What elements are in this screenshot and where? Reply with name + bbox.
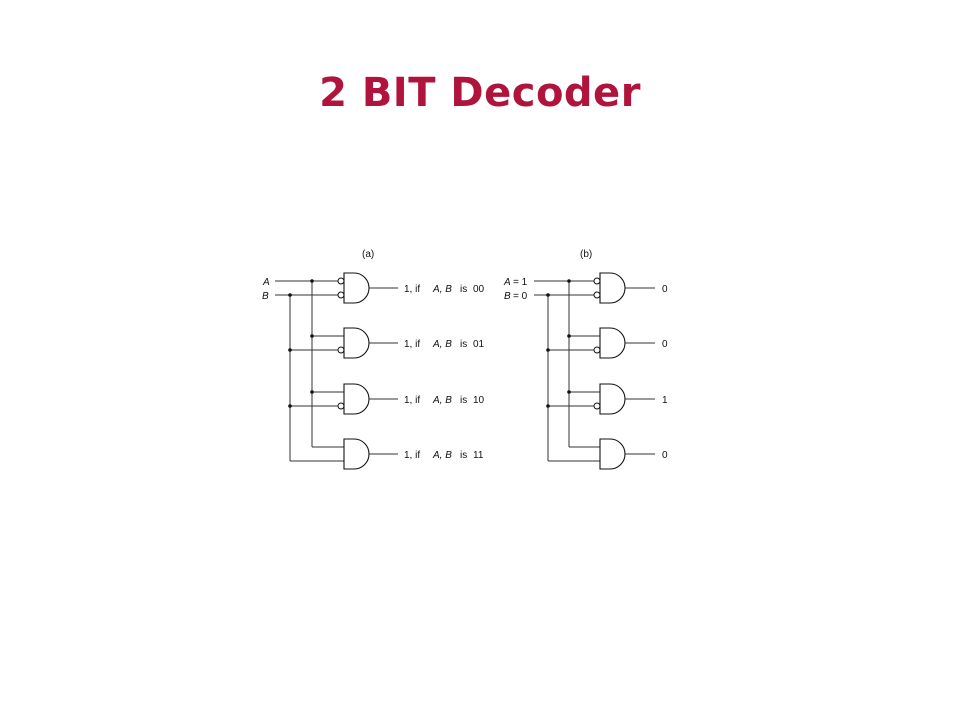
svg-text:01: 01 <box>473 339 485 350</box>
panel-b-input-a-label: A = 1 <box>503 277 528 288</box>
junction-dot <box>310 390 314 394</box>
panel-a-caption: (a) <box>362 249 374 260</box>
svg-text:is: is <box>460 339 467 350</box>
and-gate <box>599 383 626 415</box>
junction-dot <box>288 404 292 408</box>
junction-dot <box>546 293 550 297</box>
svg-text:1, if: 1, if <box>404 450 420 461</box>
output-label-0: 1, if A, B is 00 <box>404 284 485 295</box>
svg-text:10: 10 <box>473 395 485 406</box>
and-gate <box>599 272 626 304</box>
junction-dot <box>546 404 550 408</box>
inverter-bubble <box>593 291 601 299</box>
junction-dot <box>567 390 571 394</box>
svg-text:is: is <box>460 395 467 406</box>
output-value-1: 0 <box>662 339 668 350</box>
panel-a: (a) A B <box>262 249 485 470</box>
output-label-3: 1, if A, B is 11 <box>404 450 484 461</box>
svg-text:is: is <box>460 284 467 295</box>
output-value-2: 1 <box>662 395 668 406</box>
inverter-bubble <box>337 277 345 285</box>
svg-text:B: B <box>504 291 511 302</box>
inverter-bubble <box>593 277 601 285</box>
panel-a-input-a-label: A <box>262 277 270 288</box>
svg-text:00: 00 <box>473 284 485 295</box>
inverter-bubble <box>593 402 601 410</box>
svg-text:A: A <box>503 277 511 288</box>
junction-dot <box>310 334 314 338</box>
panel-b: (b) A = 1 B = 0 <box>503 249 668 470</box>
svg-text:1, if: 1, if <box>404 284 420 295</box>
svg-text:1, if: 1, if <box>404 395 420 406</box>
svg-text:A, B: A, B <box>432 284 452 295</box>
junction-dot <box>310 279 314 283</box>
junction-dot <box>288 293 292 297</box>
svg-text:11: 11 <box>473 450 484 461</box>
and-gate <box>343 272 370 304</box>
inverter-bubble <box>337 346 345 354</box>
junction-dot <box>288 348 292 352</box>
svg-text:A, B: A, B <box>432 450 452 461</box>
svg-text:= 1: = 1 <box>513 277 528 288</box>
svg-text:A, B: A, B <box>432 339 452 350</box>
inverter-bubble <box>337 291 345 299</box>
panel-b-input-b-label: B = 0 <box>504 291 528 302</box>
and-gate <box>343 383 370 415</box>
and-gate <box>599 438 626 470</box>
svg-text:1, if: 1, if <box>404 339 420 350</box>
svg-text:A, B: A, B <box>432 395 452 406</box>
panel-b-caption: (b) <box>580 249 592 260</box>
and-gate <box>599 327 626 359</box>
output-label-1: 1, if A, B is 01 <box>404 339 485 350</box>
slide-title: 2 BIT Decoder <box>319 70 641 116</box>
svg-text:is: is <box>460 450 467 461</box>
output-value-3: 0 <box>662 450 668 461</box>
panel-a-input-b-label: B <box>262 291 269 302</box>
junction-dot <box>546 348 550 352</box>
junction-dot <box>567 279 571 283</box>
inverter-bubble <box>593 346 601 354</box>
and-gate <box>343 327 370 359</box>
svg-text:= 0: = 0 <box>513 291 528 302</box>
output-label-2: 1, if A, B is 10 <box>404 395 485 406</box>
junction-dot <box>567 334 571 338</box>
and-gate <box>343 438 370 470</box>
output-value-0: 0 <box>662 284 668 295</box>
inverter-bubble <box>337 402 345 410</box>
